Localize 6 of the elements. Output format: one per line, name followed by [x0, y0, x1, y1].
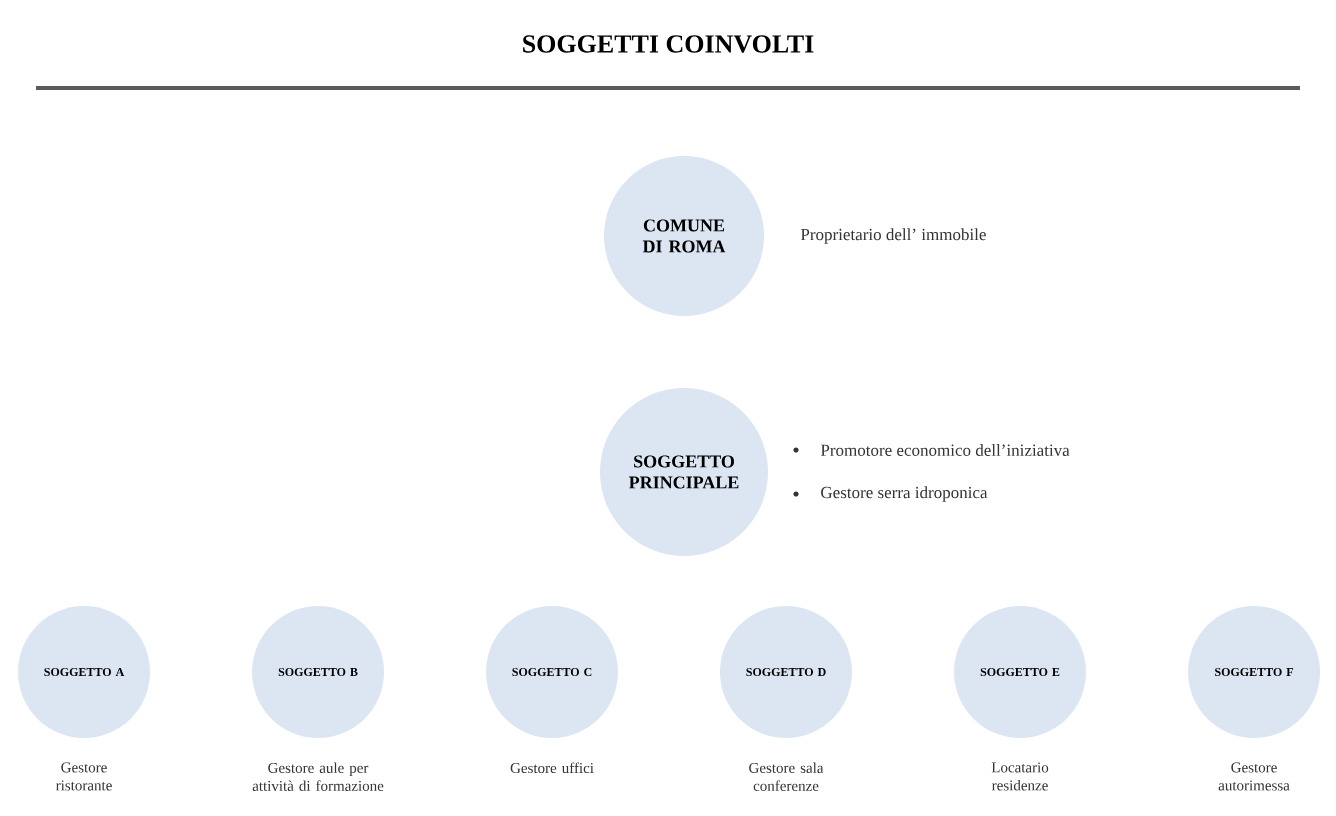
title: SOGGETTI COINVOLTI [523, 35, 814, 53]
circle-node: COMUNE DI ROMA [604, 156, 764, 316]
description-text: Gestore serra idroponica [821, 486, 988, 502]
description-text: Proprietario dell’ immobile [800, 228, 986, 244]
description-text: Promotore economico dell’iniziativa [820, 444, 1070, 456]
circle-node: SOGGETTO PRINCIPALE [600, 388, 768, 556]
